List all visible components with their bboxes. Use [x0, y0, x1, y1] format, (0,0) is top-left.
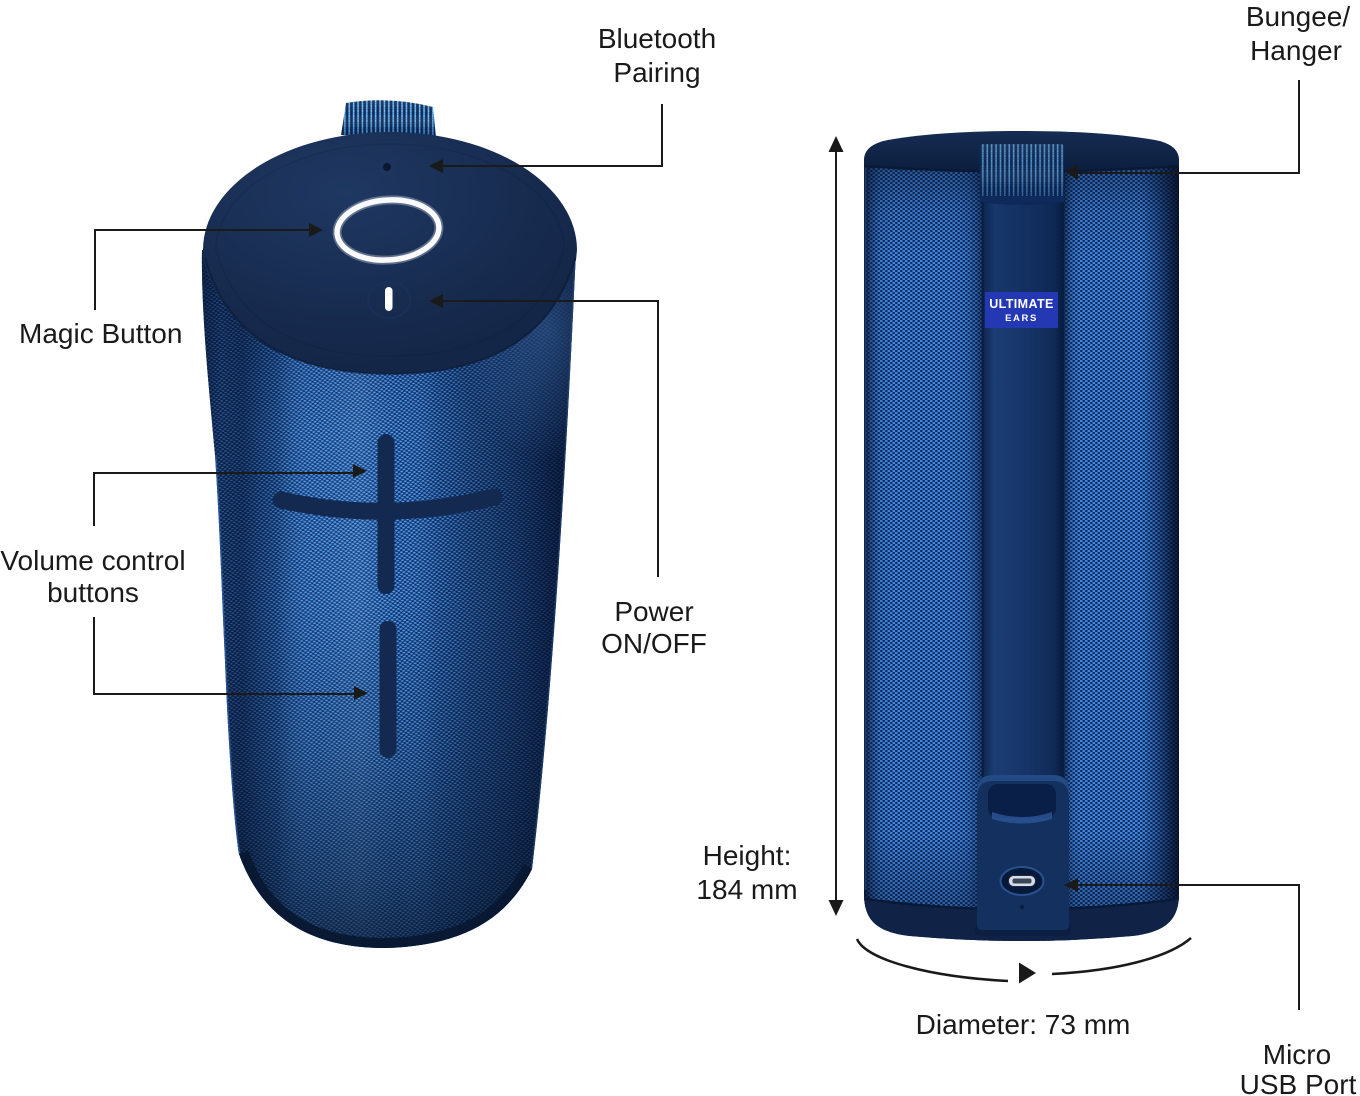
svg-text:Bungee/: Bungee/	[1246, 1, 1351, 32]
svg-text:Diameter: 73 mm: Diameter: 73 mm	[916, 1009, 1131, 1040]
svg-text:Magic Button: Magic Button	[19, 318, 182, 349]
svg-text:Micro: Micro	[1263, 1039, 1331, 1070]
svg-text:Pairing: Pairing	[613, 57, 700, 88]
svg-text:buttons: buttons	[47, 577, 139, 608]
svg-text:Bluetooth: Bluetooth	[598, 23, 716, 54]
svg-text:Volume control: Volume control	[0, 545, 185, 576]
svg-text:USB Port: USB Port	[1240, 1069, 1357, 1096]
svg-text:Hanger: Hanger	[1250, 35, 1342, 66]
svg-text:Power: Power	[614, 596, 693, 627]
svg-text:ON/OFF: ON/OFF	[601, 628, 707, 659]
svg-text:Height:: Height:	[703, 840, 792, 871]
svg-text:EARS: EARS	[1005, 313, 1038, 324]
svg-text:ULTIMATE: ULTIMATE	[989, 297, 1054, 311]
svg-text:184 mm: 184 mm	[696, 874, 797, 905]
